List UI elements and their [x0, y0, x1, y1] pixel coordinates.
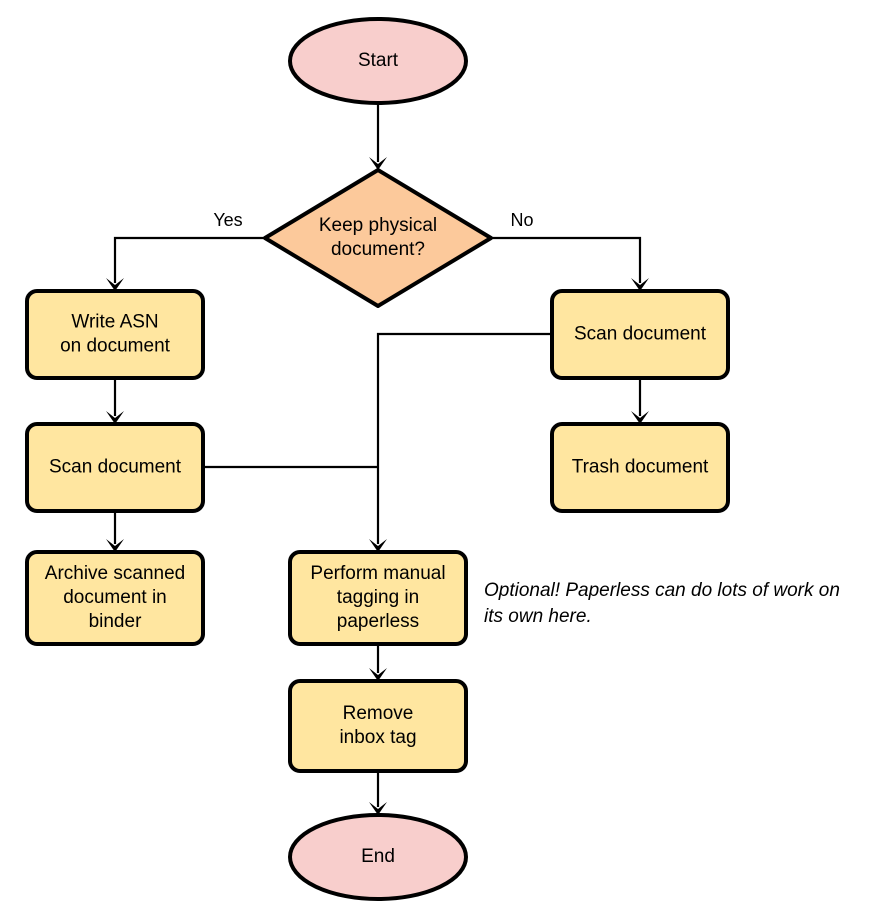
annotations-layer: Optional! Paperless can do lots of work …	[484, 580, 840, 627]
node-label: Start	[358, 50, 399, 71]
terminator-ellipse[interactable]	[288, 17, 468, 105]
process-box[interactable]	[25, 422, 205, 513]
edge-scan-right-to-trash	[631, 378, 649, 424]
node-label: Trash document	[572, 457, 709, 478]
edge-remove-inbox-tag-to-end	[369, 771, 387, 815]
process-box[interactable]	[288, 550, 468, 646]
edge-arrowhead	[369, 539, 387, 552]
process-box[interactable]	[288, 679, 468, 773]
edge-decision-yes-to-write-asn: Yes	[106, 210, 265, 291]
decision-diamond[interactable]	[263, 168, 493, 308]
edge-arrowhead	[369, 668, 387, 681]
process-box[interactable]	[550, 422, 730, 513]
process-box[interactable]	[25, 289, 205, 380]
node-start[interactable]: Start	[288, 17, 468, 105]
edge-arrowhead	[106, 539, 124, 552]
edge-arrowhead	[369, 802, 387, 815]
edge-label-no: No	[510, 210, 533, 230]
edge-arrowhead	[369, 157, 387, 170]
edge-arrowhead	[106, 278, 124, 291]
edge-arrowhead	[631, 278, 649, 291]
terminator-ellipse[interactable]	[288, 813, 468, 901]
node-label: Scan document	[49, 457, 182, 478]
edge-scan-right-to-tagging	[369, 332, 552, 552]
edge-start-to-decision	[369, 103, 387, 170]
node-label: Scan document	[574, 324, 707, 345]
edge-arrowhead	[106, 411, 124, 424]
edge-label-yes: Yes	[213, 210, 242, 230]
node-scan-document-right[interactable]: Scan document	[550, 289, 730, 380]
edge-path	[376, 332, 552, 544]
edge-path	[491, 236, 642, 283]
edge-arrowhead	[631, 411, 649, 424]
node-trash-document[interactable]: Trash document	[550, 422, 730, 513]
node-label: End	[361, 846, 395, 867]
edges-layer: Yes No	[106, 103, 649, 815]
process-box[interactable]	[25, 550, 205, 646]
process-box[interactable]	[550, 289, 730, 380]
node-scan-document-left[interactable]: Scan document	[25, 422, 205, 513]
edge-tagging-to-remove-inbox-tag	[369, 644, 387, 681]
node-end[interactable]: End	[288, 813, 468, 901]
edge-decision-no-to-scan-right: No	[491, 210, 649, 291]
edge-scan-left-to-archive	[106, 511, 124, 552]
annotation-optional-note: Optional! Paperless can do lots of work …	[484, 580, 840, 627]
edge-path	[113, 236, 265, 283]
edge-write-asn-to-scan-left	[106, 378, 124, 424]
